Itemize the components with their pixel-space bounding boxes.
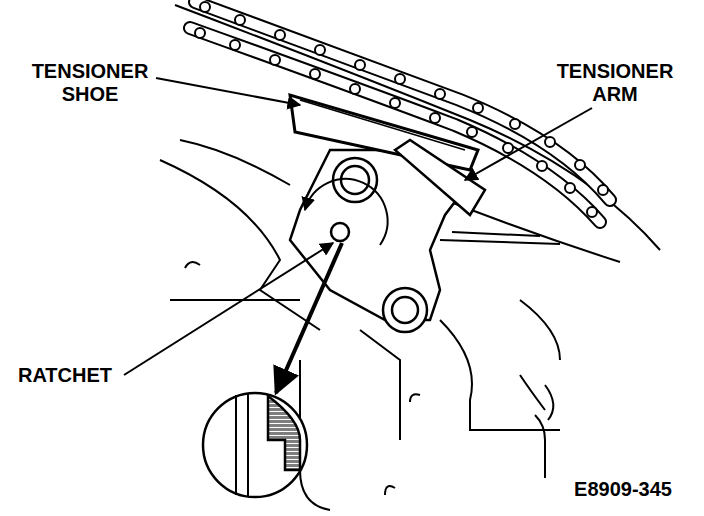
part-label: RATCHET <box>6 364 124 387</box>
part-label: TENSIONER SHOE <box>22 60 158 106</box>
leader-lines <box>124 78 592 478</box>
figure-number: E8909-345 <box>548 478 698 501</box>
part-label: TENSIONER ARM <box>540 60 690 106</box>
